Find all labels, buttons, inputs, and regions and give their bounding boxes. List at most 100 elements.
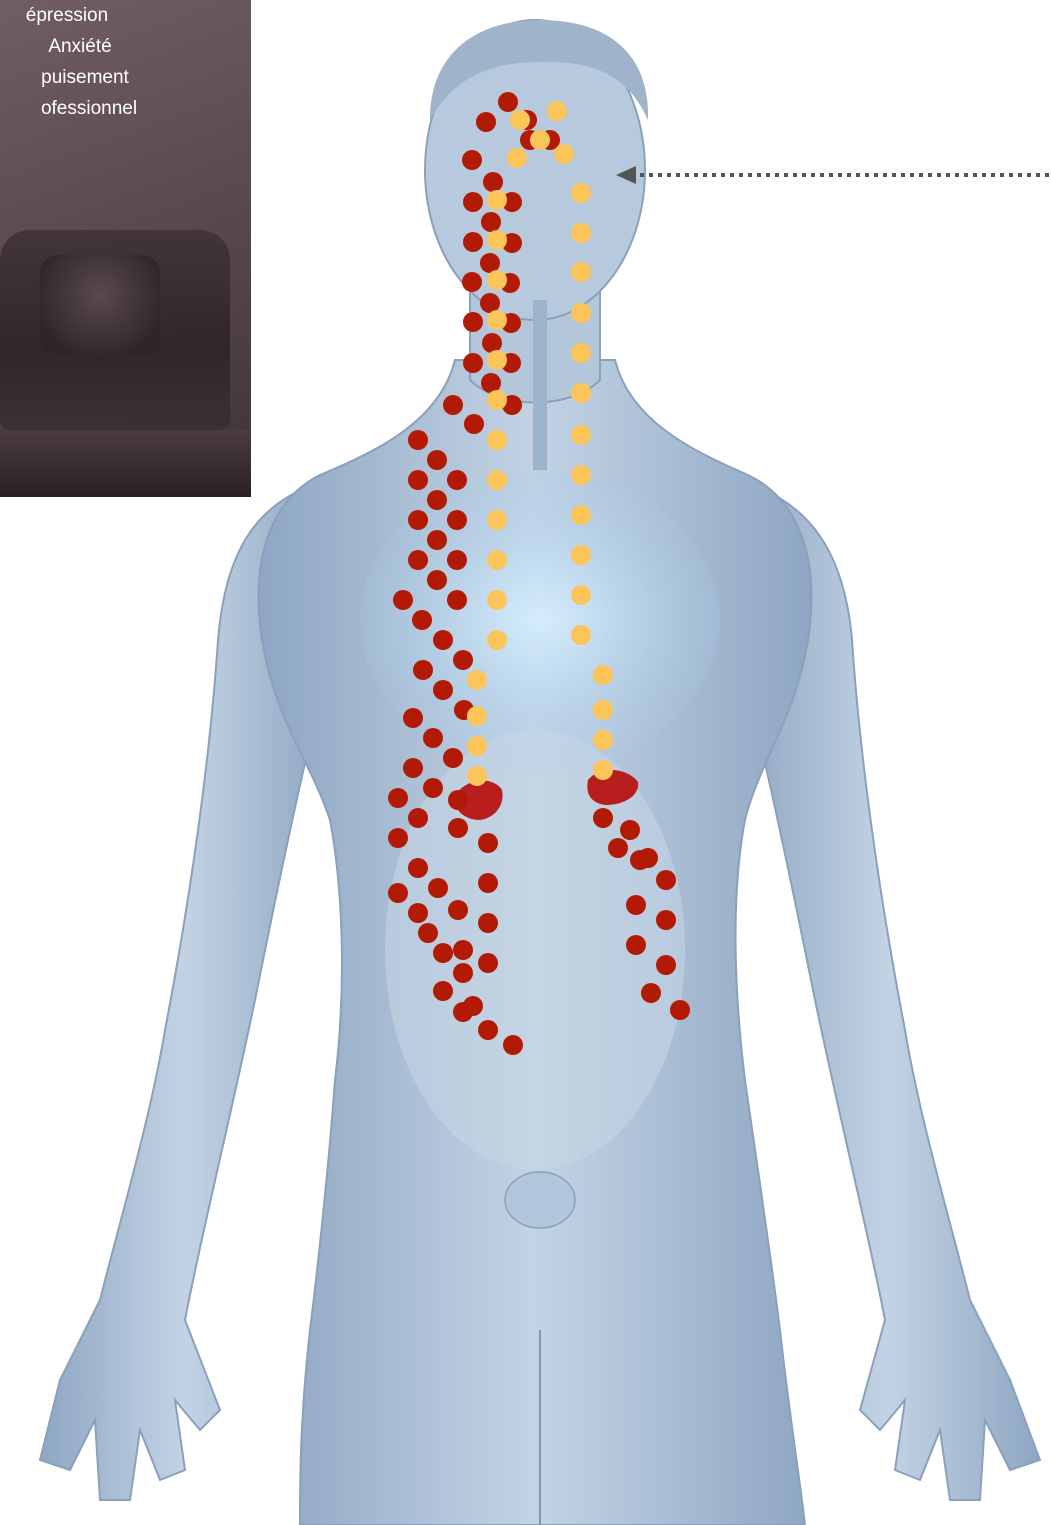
red-dot [447,470,467,490]
red-dot [453,650,473,670]
yellow-dot [487,270,507,290]
red-dot [503,1035,523,1055]
red-dot [433,630,453,650]
yellow-dot [593,730,613,750]
red-dot [481,212,501,232]
red-dot [408,808,428,828]
yellow-dot [487,230,507,250]
red-dot [427,570,447,590]
red-dot [428,878,448,898]
yellow-dot [571,262,591,282]
red-dot [447,590,467,610]
red-dot [408,510,428,530]
red-dot [483,172,503,192]
yellow-dot [593,665,613,685]
red-dot [388,828,408,848]
red-dot [593,808,613,828]
yellow-dot [571,585,591,605]
red-dot [478,913,498,933]
bladder [505,1172,575,1228]
red-dot [427,490,447,510]
yellow-dot [487,430,507,450]
yellow-dot [467,670,487,690]
red-dot [427,530,447,550]
red-dot [433,981,453,1001]
red-dot [433,943,453,963]
red-dot [626,895,646,915]
red-dot [453,940,473,960]
red-dot [423,728,443,748]
yellow-dot [571,465,591,485]
human-anatomy-figure [40,20,1040,1525]
red-dot [393,590,413,610]
red-dot [656,955,676,975]
yellow-dot [467,706,487,726]
red-dot [443,395,463,415]
yellow-dot [593,700,613,720]
red-dot [478,953,498,973]
red-dot [408,550,428,570]
red-dot [448,900,468,920]
yellow-dot [467,766,487,786]
yellow-dot [487,590,507,610]
red-dot [408,903,428,923]
red-dot [463,192,483,212]
red-dot [463,353,483,373]
red-dot [453,963,473,983]
red-dot [641,983,661,1003]
red-dot [478,833,498,853]
yellow-dot [571,545,591,565]
yellow-dot [571,625,591,645]
red-dot [413,660,433,680]
yellow-dot [530,130,550,150]
red-dot [427,450,447,470]
yellow-dot [510,110,530,130]
red-dot [656,910,676,930]
red-dot [408,858,428,878]
red-dot [670,1000,690,1020]
red-dot [476,112,496,132]
red-dot [463,232,483,252]
red-dot [478,1020,498,1040]
red-dot [638,848,658,868]
dotted-arrow-left-icon [616,166,1051,184]
red-dot [403,708,423,728]
red-dot [447,550,467,570]
red-dot [482,333,502,353]
yellow-dot [571,223,591,243]
yellow-dot [487,190,507,210]
yellow-dot [571,505,591,525]
yellow-dot [487,390,507,410]
red-dot [388,883,408,903]
red-dot [443,748,463,768]
yellow-dot [571,425,591,445]
yellow-dot [571,343,591,363]
red-dot [448,790,468,810]
yellow-dot [571,183,591,203]
red-dot [418,923,438,943]
red-dot [656,870,676,890]
red-dot [626,935,646,955]
yellow-dot [571,303,591,323]
red-dot [412,610,432,630]
red-dot [463,312,483,332]
red-dot [462,272,482,292]
red-dot [620,820,640,840]
yellow-dot [487,350,507,370]
red-dot [448,818,468,838]
red-dot [464,414,484,434]
yellow-dot [547,101,567,121]
yellow-dot [593,760,613,780]
yellow-dot [507,148,527,168]
yellow-dot [487,630,507,650]
red-dot [408,430,428,450]
yellow-dot [571,383,591,403]
yellow-dot [487,550,507,570]
red-dot [498,92,518,112]
red-dot [388,788,408,808]
red-dot [462,150,482,170]
red-dot [433,680,453,700]
yellow-dot [487,310,507,330]
yellow-dot [487,470,507,490]
